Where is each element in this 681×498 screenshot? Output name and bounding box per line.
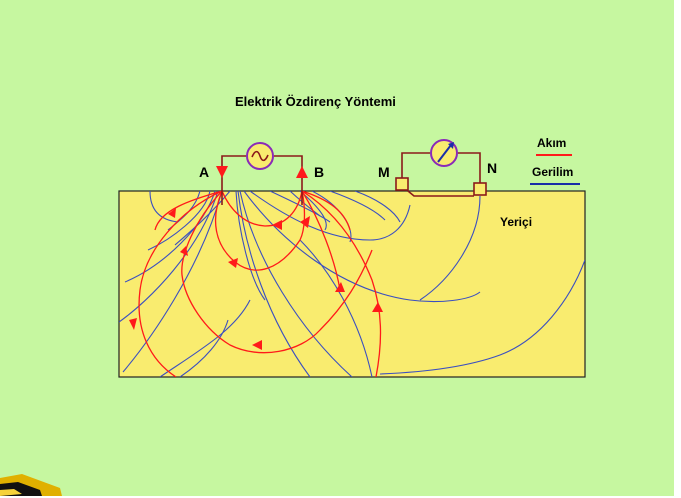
diagram-title: Elektrik Özdirenç Yöntemi [235, 94, 396, 109]
ground-label: Yeriçi [500, 215, 533, 229]
ground-block [118, 190, 586, 378]
electrode-n-label: N [487, 160, 498, 176]
legend-voltage-label: Gerilim [532, 165, 574, 179]
voltmeter-icon [430, 139, 458, 167]
current-arrows [129, 208, 383, 350]
logo-fragment [0, 474, 62, 496]
electrode-m-label: M [378, 164, 390, 180]
electrode-a-label: A [199, 164, 210, 180]
electrode-arrows [216, 166, 308, 178]
meter-circuit [395, 152, 487, 197]
ac-source-icon [246, 142, 274, 170]
current-lines [138, 191, 382, 377]
legend-current-label: Akım [537, 136, 567, 150]
electrode-b-label: B [314, 164, 325, 180]
